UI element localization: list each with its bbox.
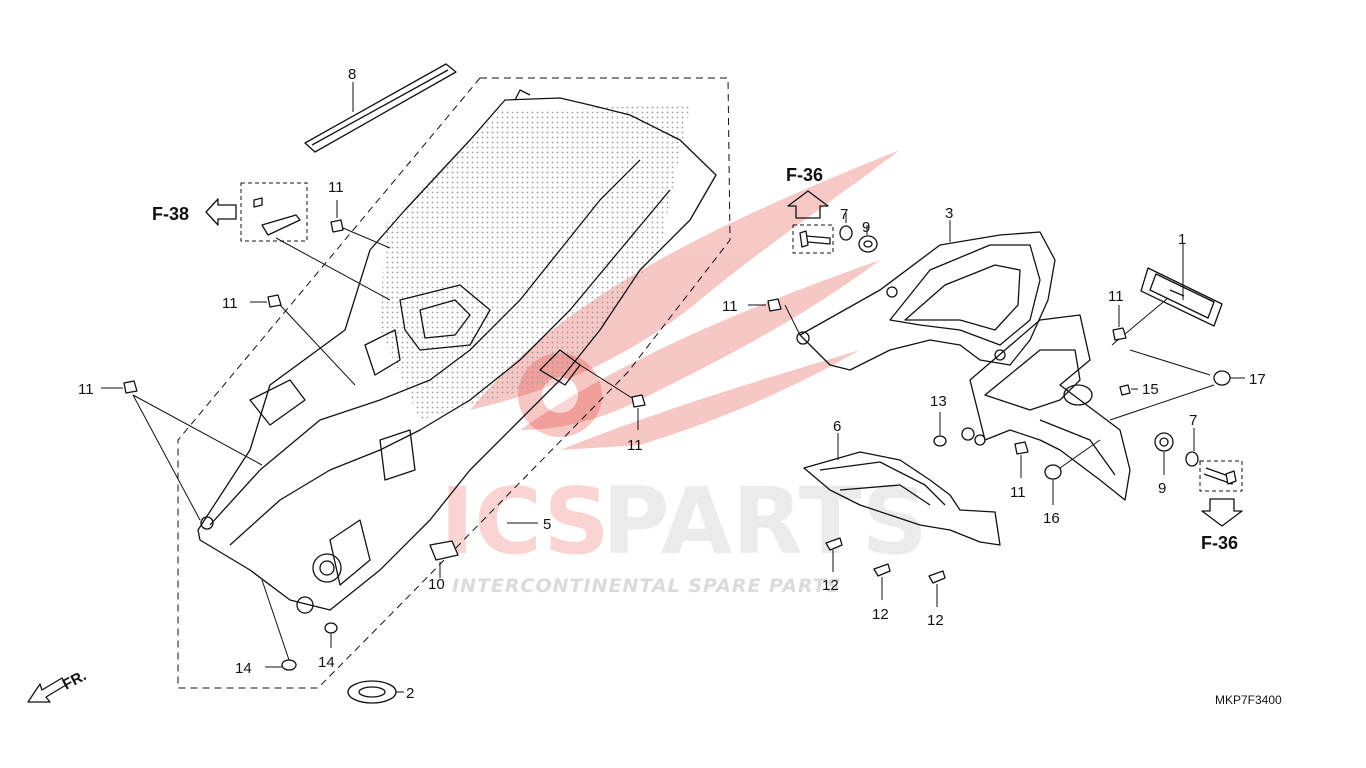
part-6-splash-guard xyxy=(803,433,1001,546)
part-3-rear-fender xyxy=(784,220,1056,371)
part-12-screw-a xyxy=(825,537,843,572)
callout-13: 13 xyxy=(930,393,947,410)
part-12-screw-c xyxy=(928,570,946,607)
part-15-clip xyxy=(1119,384,1138,396)
front-label: FR. xyxy=(60,667,89,693)
callout-7-right: 7 xyxy=(1189,412,1197,429)
callout-3: 3 xyxy=(945,205,953,222)
ref-f38 xyxy=(205,182,391,301)
part-8-strap xyxy=(304,63,457,153)
callout-17: 17 xyxy=(1249,371,1266,388)
part-10-block xyxy=(429,540,459,578)
part-11-bolt-d xyxy=(579,364,646,430)
callout-12-a: 12 xyxy=(822,577,839,594)
part-12-screw-b xyxy=(873,563,891,600)
callout-12-c: 12 xyxy=(927,612,944,629)
part-1-reflector xyxy=(1111,243,1223,346)
ref-f36-bottom-label: F-36 xyxy=(1201,533,1238,553)
callout-9-top: 9 xyxy=(862,219,870,236)
arrow-down-icon xyxy=(1201,498,1243,527)
ref-f36-top xyxy=(787,190,834,254)
part-11-bolt-f xyxy=(1112,305,1127,341)
part-license-bracket xyxy=(961,314,1131,501)
arrow-up-icon xyxy=(787,190,829,219)
callout-7-top: 7 xyxy=(840,206,848,223)
part-16-washer xyxy=(1044,439,1101,505)
callout-1: 1 xyxy=(1178,231,1186,248)
part-17-grommet xyxy=(1109,349,1245,421)
part-7-washer-a xyxy=(839,213,853,241)
callout-14-a: 14 xyxy=(235,660,252,677)
callout-11-a: 11 xyxy=(328,179,344,196)
ref-f38-label: F-38 xyxy=(152,204,189,224)
part-11-bolt-b xyxy=(250,294,356,386)
watermark-brand-right: PARTS xyxy=(602,468,928,575)
callout-11-b: 11 xyxy=(222,295,238,312)
callout-9-right: 9 xyxy=(1158,480,1166,497)
callout-11-c: 11 xyxy=(78,381,94,398)
part-13-nut xyxy=(933,412,947,447)
diagram-code: MKP7F3400 xyxy=(1215,693,1282,707)
ref-f36-top-label: F-36 xyxy=(786,165,823,185)
part-9-collar-b xyxy=(1154,432,1174,475)
front-direction xyxy=(27,677,67,703)
part-14-nut-b xyxy=(324,622,338,648)
callout-2: 2 xyxy=(406,685,414,702)
part-9-collar-a xyxy=(858,225,878,253)
callout-16: 16 xyxy=(1043,510,1060,527)
part-11-bolt-e xyxy=(748,298,782,312)
callout-11-f: 11 xyxy=(1108,288,1124,305)
part-11-bolt-c xyxy=(101,380,263,521)
callout-11-e: 11 xyxy=(722,298,738,315)
part-5-inner-fender xyxy=(197,89,717,614)
part-7-washer-b xyxy=(1185,428,1199,467)
part-14-nut-a xyxy=(261,579,297,671)
arrow-left-icon xyxy=(205,198,237,226)
part-11-bolt-a xyxy=(330,200,391,249)
callout-10: 10 xyxy=(428,576,445,593)
watermark-tagline: INTERCONTINENTAL SPARE PARTS xyxy=(452,575,841,597)
callout-11-d: 11 xyxy=(627,437,643,454)
arrow-front-icon xyxy=(27,677,67,703)
callout-6: 6 xyxy=(833,418,841,435)
callout-5: 5 xyxy=(543,516,551,533)
part-11-bolt-g xyxy=(1014,441,1029,478)
watermark-brand-left: ICS xyxy=(440,468,610,575)
callout-11-g: 11 xyxy=(1010,484,1026,501)
ref-f36-bottom xyxy=(1199,460,1243,527)
part-2-grommet xyxy=(347,680,404,704)
callout-14-b: 14 xyxy=(318,654,335,671)
assembly-boundary-5 xyxy=(177,77,731,689)
callout-15: 15 xyxy=(1142,381,1159,398)
callout-8: 8 xyxy=(348,66,356,83)
callout-12-b: 12 xyxy=(872,606,889,623)
